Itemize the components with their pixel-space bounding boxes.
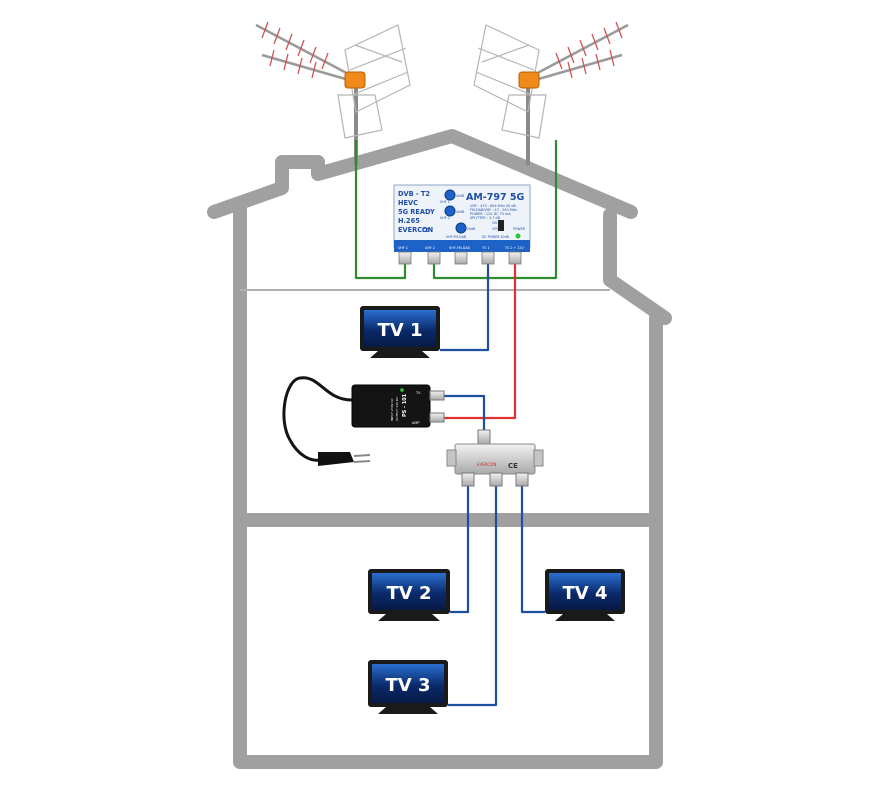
amplifier-am797: DVB - T2 HEVC 5G READY H.265 EVERCON AM-… [393,184,531,265]
ps-info-2: INPUT 230V AC [390,398,394,421]
cable-ps-to-splitter [444,394,486,432]
power-led-icon [515,233,521,239]
house-outline [207,129,672,769]
switch-off-label: OFF [492,227,498,231]
tv-2-label: TV 2 [387,583,432,604]
amp-feature-1: DVB - T2 [398,190,430,198]
amp-port-label-1: UHF 1 [398,246,408,250]
ps-port-tv[interactable] [429,390,445,401]
antenna-cable-left [354,140,407,280]
amp-feature-5: EVERCON [398,226,433,234]
knob-label-3: VHF-FM-DAB [446,235,466,239]
ce-mark-icon: CE [422,228,430,234]
amp-spec-4: SPLITTER : 3,7 dB [470,216,501,220]
cable-tv4 [520,485,545,614]
amp-spec-1: UHF : 470 - 694 MHz 40 dB [470,204,517,208]
knob-label-2: UHF 2 [440,216,450,220]
amp-port-label-2: UHF 2 [425,246,435,250]
splitter-brand: EVERCON [477,462,496,467]
tv-3-label: TV 3 [386,675,431,696]
splitter-out-port-3[interactable] [515,472,529,487]
knob-vhf-icon[interactable] [455,222,467,234]
knob-db-3: 20dB [467,227,475,231]
knob-uhf2-icon[interactable] [444,205,456,217]
amp-feature-2: HEVC [398,199,418,207]
ps-model: PS - 101 [402,393,408,417]
tv-1-label: TV 1 [378,320,423,341]
amp-port-tv2[interactable] [508,251,522,265]
tv-3: TV 3 [368,660,448,714]
cable-tv1 [440,262,490,352]
antenna-cable-right [432,140,558,280]
tv-1: TV 1 [360,306,440,358]
amp-model: AM-797 5G [466,192,524,203]
switch-on-label: ON [492,221,498,225]
dip-switch-icon[interactable] [498,220,504,231]
ps-port-tv-label: TV [415,391,421,395]
knob-uhf1-icon[interactable] [444,189,456,201]
splitter-ce: CE [508,462,518,470]
amp-port-label-4: TV 1 [481,246,489,250]
amp-port-uhf1[interactable] [398,251,412,265]
ps-info-1: OUTPUT 12V DC [395,397,399,421]
splitter-in-port[interactable] [477,429,491,445]
led-label: POWER [513,227,526,231]
cable-tv3 [448,485,498,707]
knob-db-2: 40dB [456,210,464,214]
amp-feature-4: H.265 [398,217,420,225]
amp-port-vhf[interactable] [454,251,468,265]
splitter-out-port-2[interactable] [489,472,503,487]
knob-label-1: UHF 1 [440,200,450,204]
amp-port-uhf2[interactable] [427,251,441,265]
ps-port-amp[interactable] [429,412,445,423]
tv-2: TV 2 [368,569,450,621]
amp-port-label-5: TV 2 + 12V [504,246,524,250]
tv-4: TV 4 [545,569,625,621]
splitter-out-port-1[interactable] [461,472,475,487]
amp-port-label-3: VHF-FM-DAB [449,246,470,250]
ps-power-cord [282,376,353,462]
power-label: DC POWER 40dB [482,235,509,239]
knob-db-1: 40dB [456,194,464,198]
power-supply-ps101: PS - 101 OUTPUT 12V DC INPUT 230V AC TV … [282,376,445,466]
amp-port-tv1[interactable] [481,251,495,265]
amp-feature-3: 5G READY [398,208,435,216]
splitter: EVERCON CE [446,429,544,487]
ps-led-icon [400,388,404,392]
antenna-left-icon [255,21,411,165]
amp-spec-3: POWER : 12V DC 75 mA [470,212,511,216]
tv-4-label: TV 4 [563,583,608,604]
power-cable-amp [444,262,517,420]
plug-icon [318,452,371,466]
cable-tv2 [450,485,470,614]
ps-port-amp-label: AMP [412,421,420,425]
antenna-right-icon [473,21,629,165]
amp-spec-2: FM-DAB/VHF : 47 - 240 MHz [470,208,517,212]
